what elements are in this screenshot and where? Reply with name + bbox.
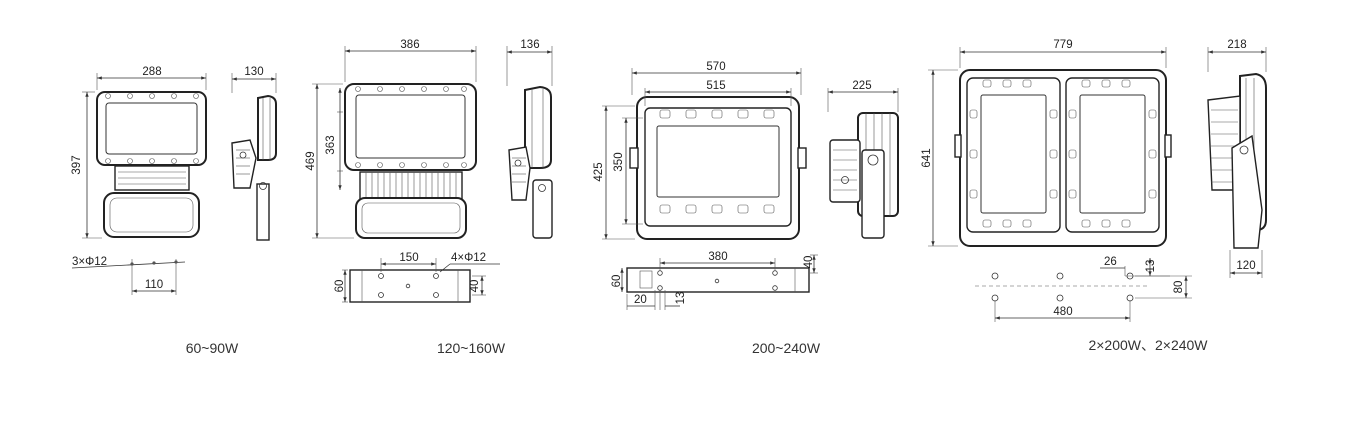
dim-outer-width-200-240w: 570 xyxy=(706,61,725,73)
dim-side-width-2x200w: 218 xyxy=(1227,39,1246,51)
dim-front-width-120-160w: 386 xyxy=(400,39,419,51)
bracket-plan-200-240w xyxy=(626,267,810,293)
dim-front-width-2x200w: 779 xyxy=(1053,39,1072,51)
side-view-200-240w xyxy=(829,112,899,239)
bracket-plan-120-160w xyxy=(349,269,471,303)
caption-120-160w: 120~160W xyxy=(437,340,506,356)
dim-bracket-height-120-160w: 60 xyxy=(334,280,346,293)
caption-2x200w-2x240w: 2×200W、2×240W xyxy=(1088,337,1208,353)
dim-hole-offset-120-160w: 40 xyxy=(469,280,481,293)
dim-height-total-120-160w: 469 xyxy=(305,151,317,170)
side-view-60-90w xyxy=(231,94,277,241)
dim-base-gap-2x200w: 13 xyxy=(1145,260,1157,273)
dim-front-width-60-90w: 288 xyxy=(142,66,161,78)
dim-hole-spacing-60-90w: 110 xyxy=(145,279,163,291)
dim-hole-gap-200-240w: 13 xyxy=(675,292,687,305)
dim-base-span-2x200w: 480 xyxy=(1053,306,1072,318)
product-60-90w: 288 130 397 3×Φ12 110 60~90W xyxy=(71,66,277,356)
front-view-120-160w xyxy=(344,83,477,239)
dim-base-depth-2x200w: 80 xyxy=(1173,281,1185,294)
dim-height-total-200-240w: 425 xyxy=(593,162,605,181)
product-2x200w-2x240w: 779 218 641 26 13 80 480 120 2×200W、2×24… xyxy=(921,39,1267,353)
product-200-240w: 570 515 225 425 350 380 60 40 xyxy=(593,61,899,356)
dim-side-width-200-240w: 225 xyxy=(852,80,871,92)
side-view-2x200w xyxy=(1207,72,1267,249)
dim-height-body-120-160w: 363 xyxy=(325,135,337,154)
dim-bottom-depth-2x200w: 120 xyxy=(1236,260,1255,272)
dim-side-width-120-160w: 136 xyxy=(520,39,539,51)
base-plan-2x200w xyxy=(975,272,1150,302)
dim-bracket-span-120-160w: 150 xyxy=(399,252,418,264)
dim-holes-120-160w: 4×Φ12 xyxy=(451,252,486,264)
dim-hole-offset-200-240w: 40 xyxy=(803,256,815,269)
front-view-60-90w xyxy=(96,91,207,238)
front-view-2x200w xyxy=(954,69,1172,247)
caption-200-240w: 200~240W xyxy=(752,340,821,356)
dim-height-2x200w: 641 xyxy=(921,148,933,167)
dim-height-body-200-240w: 350 xyxy=(613,152,625,171)
dim-holes-60-90w: 3×Φ12 xyxy=(72,256,107,268)
dim-base-offset-2x200w: 26 xyxy=(1104,256,1117,268)
dim-bracket-height-200-240w: 60 xyxy=(611,275,623,288)
dim-bracket-span-200-240w: 380 xyxy=(708,251,727,263)
dim-height-60-90w: 397 xyxy=(71,155,83,174)
product-120-160w: 386 136 469 363 150 4×Φ12 60 40 120~160 xyxy=(305,39,553,356)
dim-edge-offset-200-240w: 20 xyxy=(634,294,647,306)
caption-60-90w: 60~90W xyxy=(186,340,239,356)
dim-side-width-60-90w: 130 xyxy=(244,66,263,78)
dim-inner-width-200-240w: 515 xyxy=(706,80,725,92)
front-view-200-240w xyxy=(629,96,807,240)
side-view-120-160w xyxy=(508,85,553,239)
